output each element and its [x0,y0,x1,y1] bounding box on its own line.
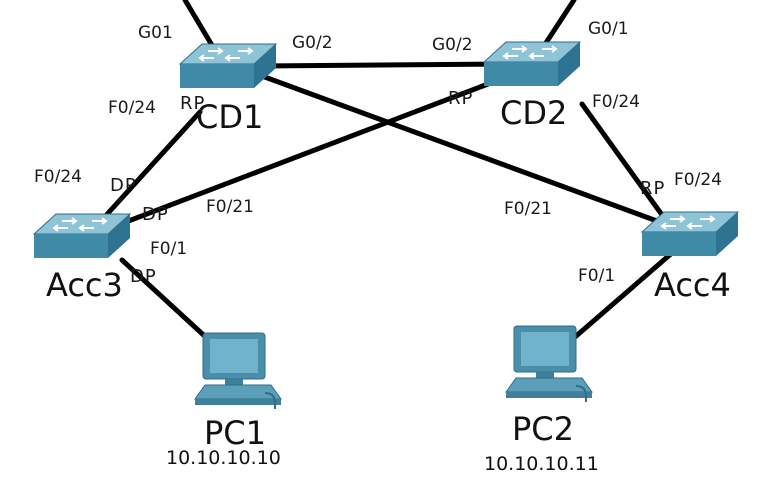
role-acc3-dp-pc: DP [130,266,157,287]
port-acc4-f021: F0/21 [504,199,552,219]
port-cd2-f024: F0/24 [592,92,640,112]
role-cd2-rp: RP [448,88,473,109]
port-cd1-g01: G01 [138,23,173,43]
cd2-name: CD2 [500,94,567,132]
pc1-name: PC1 [204,414,266,452]
pc1-icon[interactable] [194,332,282,410]
role-acc3-dp-upper: DP [110,175,137,196]
port-acc3-f01: F0/1 [150,239,187,259]
cd1-name: CD1 [196,98,263,136]
link-cd1-uplink [182,0,219,55]
switch-cd1-icon[interactable] [179,43,277,89]
port-cd2-g01: G0/1 [588,19,629,39]
role-acc3-dp-cross: DP [142,204,169,225]
link-cd1-cd2 [257,61,511,69]
link-cd1-acc3 [97,109,203,225]
acc3-name: Acc3 [46,266,123,304]
switch-acc3-icon[interactable] [33,213,131,259]
link-cd2-acc4 [579,101,673,229]
role-cd1-rp: RP [180,93,205,114]
port-acc3-f021: F0/21 [206,197,254,217]
port-acc3-f024: F0/24 [34,167,82,187]
pc2-name: PC2 [512,410,574,448]
acc4-name: Acc4 [654,266,731,304]
switch-cd2-icon[interactable] [483,41,581,87]
link-acc4-pc2 [557,243,683,353]
port-cd1-g02: G0/2 [292,33,333,53]
role-acc4-rp: RP [640,178,665,199]
port-cd2-g02: G0/2 [432,35,473,55]
pc1-ip: 10.10.10.10 [166,447,281,469]
links [97,0,683,355]
link-cd1-acc4 [259,73,679,231]
port-acc4-f024: F0/24 [674,170,722,190]
pc2-icon[interactable] [505,325,593,403]
port-cd1-f024: F0/24 [108,98,156,118]
pc2-ip: 10.10.10.11 [484,453,599,475]
switch-acc4-icon[interactable] [641,211,739,257]
link-cd2-acc3 [107,81,491,231]
port-acc4-f01: F0/1 [578,266,615,286]
